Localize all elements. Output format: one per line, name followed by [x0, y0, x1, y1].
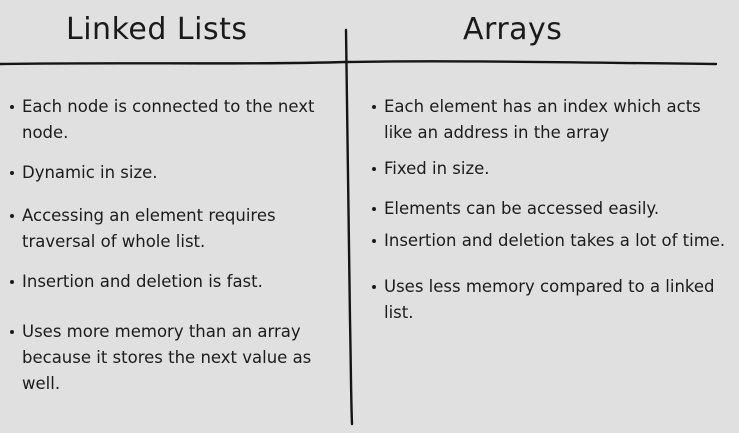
- heading-arrays: Arrays: [463, 12, 563, 47]
- item-text: Dynamic in size.: [22, 163, 158, 182]
- list-item: Dynamic in size.: [10, 160, 335, 186]
- list-item: Insertion and deletion takes a lot of ti…: [372, 228, 734, 254]
- list-item: Fixed in size.: [372, 156, 734, 182]
- heading-linked-lists: Linked Lists: [66, 12, 248, 47]
- bullet-icon: [372, 239, 376, 243]
- linked-lists-column: Each node is connected to the next node.…: [10, 94, 335, 397]
- bullet-icon: [10, 171, 14, 175]
- bullet-icon: [10, 214, 14, 218]
- bullet-icon: [372, 285, 376, 289]
- list-item: Uses more memory than an array because i…: [10, 319, 335, 397]
- list-item: Accessing an element requires traversal …: [10, 203, 335, 255]
- horizontal-divider: [0, 60, 718, 66]
- item-text: Insertion and deletion is fast.: [22, 272, 263, 291]
- bullet-icon: [10, 330, 14, 334]
- item-text: Insertion and deletion takes a lot of ti…: [384, 231, 726, 250]
- item-text: Fixed in size.: [384, 159, 490, 178]
- item-text: Elements can be accessed easily.: [384, 199, 660, 218]
- list-item: Elements can be accessed easily.: [372, 196, 734, 222]
- bullet-icon: [372, 207, 376, 211]
- list-item: Each element has an index which acts lik…: [372, 94, 734, 146]
- arrays-column: Each element has an index which acts lik…: [372, 94, 734, 326]
- item-text: Uses less memory compared to a linked li…: [384, 277, 715, 322]
- item-text: Each node is connected to the next node.: [22, 97, 315, 142]
- item-text: Accessing an element requires traversal …: [22, 206, 276, 251]
- bullet-icon: [372, 105, 376, 109]
- list-item: Uses less memory compared to a linked li…: [372, 274, 734, 326]
- bullet-icon: [10, 280, 14, 284]
- list-item: Each node is connected to the next node.: [10, 94, 335, 146]
- vertical-divider: [344, 28, 354, 426]
- item-text: Each element has an index which acts lik…: [384, 97, 701, 142]
- bullet-icon: [10, 105, 14, 109]
- bullet-icon: [372, 167, 376, 171]
- item-text: Uses more memory than an array because i…: [22, 322, 312, 393]
- list-item: Insertion and deletion is fast.: [10, 269, 335, 295]
